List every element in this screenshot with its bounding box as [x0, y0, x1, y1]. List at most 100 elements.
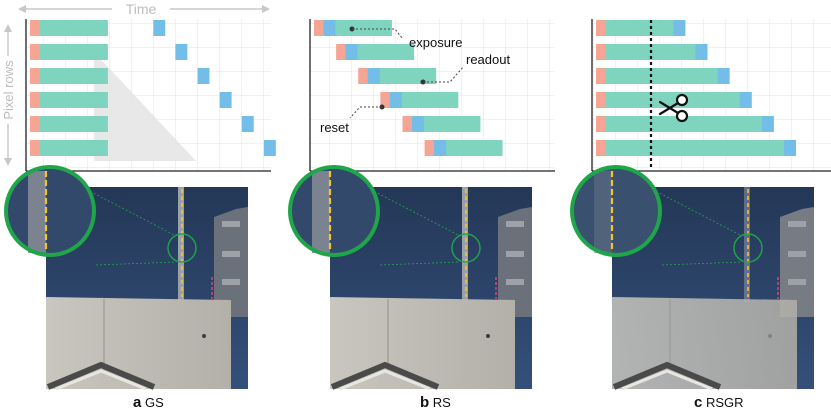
exposure-bar: [412, 116, 481, 132]
readout-bar: [175, 44, 188, 60]
readout-label: readout: [466, 52, 510, 67]
pole: [462, 187, 468, 302]
exposure-bar: [40, 92, 108, 108]
readout-bar: [695, 44, 708, 60]
readout-bar: [717, 68, 730, 84]
panel-caption-a: a GS: [133, 394, 164, 411]
exposure-bar: [606, 20, 674, 36]
pixel-rows-axis-label: Pixel rows: [1, 60, 16, 120]
reset-bar: [30, 116, 40, 132]
roof-trim: [55, 369, 147, 391]
readout-bar: [761, 116, 774, 132]
zoom-target-circle: [167, 233, 197, 263]
reset-bar: [424, 140, 435, 156]
side-building: [498, 207, 532, 317]
exposure-bar: [346, 44, 415, 60]
readout-bar: [673, 20, 686, 36]
readout-bar: [784, 140, 797, 156]
panel-letter-c: c: [694, 394, 703, 411]
readout-bar: [434, 140, 447, 156]
timing-panel-c: [591, 19, 831, 172]
roof-trim: [339, 369, 431, 391]
magnified-pole: [594, 171, 612, 253]
magnifier-ring: [288, 165, 380, 257]
time-axis: Time: [18, 1, 270, 17]
panel-letter-a: a: [133, 394, 142, 411]
readout-bar: [153, 20, 166, 36]
readout-bar: [389, 92, 402, 108]
roof-edge: [612, 361, 722, 390]
building-ledge: [506, 251, 524, 257]
building-ledge: [788, 251, 806, 257]
reset-bar: [30, 92, 40, 108]
pole: [744, 187, 750, 302]
exposure-bar: [606, 92, 741, 108]
zoom-connector: [75, 183, 177, 237]
reset-leader: [349, 106, 382, 119]
pole: [178, 187, 184, 302]
panel-label-b: RS: [432, 395, 451, 410]
reset-bar: [30, 20, 40, 36]
exposure-bar: [606, 116, 763, 132]
reset-label: reset: [320, 120, 349, 135]
reset-bar: [596, 140, 606, 156]
time-axis-label: Time: [126, 1, 157, 17]
building-ledge: [788, 279, 806, 285]
reset-bar: [402, 116, 413, 132]
reset-bar: [596, 44, 606, 60]
building-ledge: [222, 221, 240, 227]
reset-bar: [336, 44, 347, 60]
exposure-bar: [606, 68, 719, 84]
roof-trim: [621, 369, 713, 391]
building-ledge: [222, 251, 240, 257]
reset-bar: [314, 20, 324, 36]
zoom-target-circle: [733, 233, 763, 263]
roof-edge: [46, 361, 156, 390]
reset-bar: [380, 92, 391, 108]
photo-panel-c: [570, 165, 814, 391]
exposure-bar: [434, 140, 503, 156]
exposure-label: exposure: [409, 35, 462, 50]
zoom-connector: [359, 183, 461, 237]
exposure-bar: [40, 116, 108, 132]
exposure-bar: [368, 68, 437, 84]
panel-letter-b: b: [420, 394, 430, 411]
side-building: [214, 207, 248, 317]
readout-bar: [367, 68, 380, 84]
readout-bar: [197, 68, 210, 84]
zoom-connector: [641, 183, 743, 237]
building-ledge: [506, 279, 524, 285]
exposure-bar: [40, 20, 108, 36]
exposure-bar: [40, 140, 108, 156]
exposure-bar: [40, 44, 108, 60]
readout-delay-triangle: [94, 52, 196, 161]
exposure-bar: [606, 140, 785, 156]
exposure-bar: [324, 20, 392, 36]
timing-panel-b: exposure readout reset: [309, 19, 555, 172]
readout-bar: [241, 116, 254, 132]
building-ledge: [788, 221, 806, 227]
readout-leader: [423, 65, 465, 83]
readout-bar: [739, 92, 752, 108]
reset-bar: [596, 116, 606, 132]
exposure-bar: [390, 92, 459, 108]
panel-caption-c: c RSGR: [694, 394, 744, 411]
readout-bar: [411, 116, 424, 132]
magnifier-ring: [570, 165, 662, 257]
reset-bar: [30, 140, 40, 156]
photo-panel-a: [4, 165, 248, 391]
readout-bar: [323, 20, 336, 36]
scissors-icon: [658, 93, 689, 123]
building-ledge: [506, 221, 524, 227]
magnified-pole: [312, 171, 330, 253]
photo-panel-b: [288, 165, 532, 391]
zoom-connector: [661, 261, 743, 266]
zoom-target-circle: [451, 233, 481, 263]
timing-panel-a: [25, 19, 276, 172]
readout-bar: [219, 92, 232, 108]
panel-label-c: RSGR: [705, 395, 744, 410]
exposure-bar: [40, 68, 108, 84]
zoom-connector: [379, 261, 461, 266]
wall-spot: [768, 334, 772, 338]
